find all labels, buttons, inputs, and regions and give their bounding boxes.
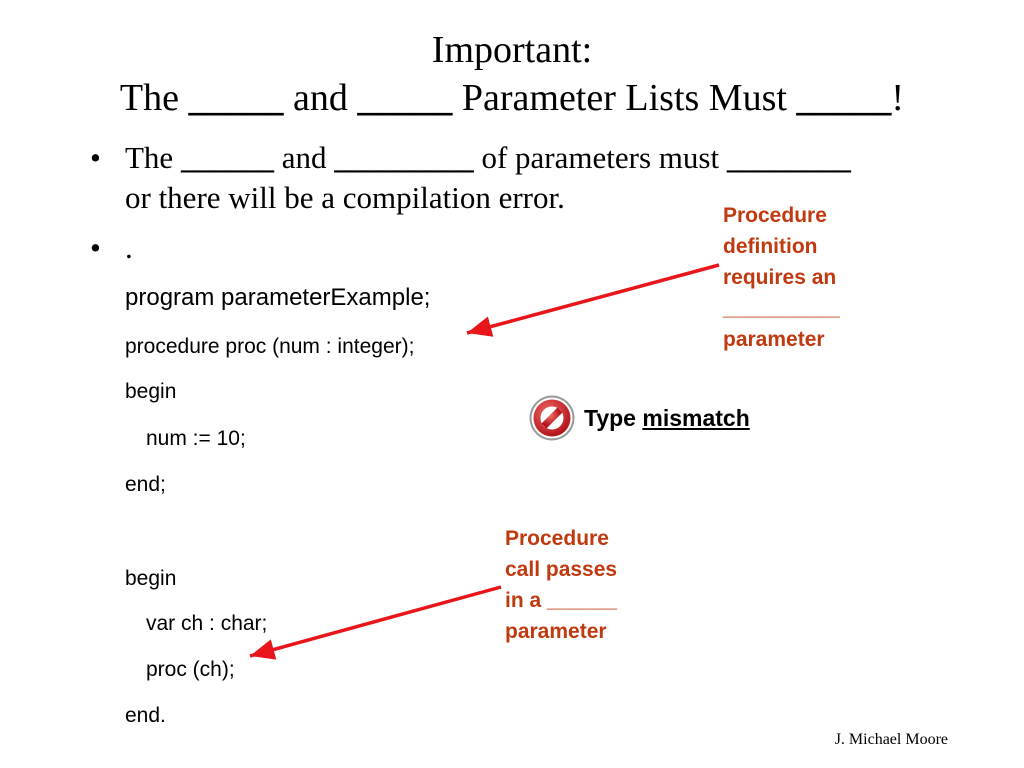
title-text-3: Parameter Lists Must xyxy=(452,77,797,119)
no-entry-icon xyxy=(529,395,575,441)
callout-call-line: Procedure xyxy=(505,527,609,550)
title-line-1: Important: xyxy=(431,29,593,71)
callout-definition-line: Procedure xyxy=(723,204,827,227)
title-blank-2: _____ xyxy=(357,77,453,119)
code-line-assign: num := 10; xyxy=(146,427,246,450)
bullet-text-2: . xyxy=(125,230,133,265)
bullet-item-1: • The ______ and _________ of parameters… xyxy=(90,138,970,228)
bullet-text-1: The ______ and _________ of parameters m… xyxy=(125,138,851,218)
title-blank-3: _____ xyxy=(796,77,892,119)
callout-definition-line: __________ xyxy=(723,297,840,320)
footer-author: J. Michael Moore xyxy=(834,731,948,748)
callout-definition-line: requires an xyxy=(723,266,837,289)
bullet1-blank-1: ______ xyxy=(180,140,274,175)
callout-call-line: in a ______ xyxy=(505,589,618,612)
bullet-item-2: • . xyxy=(90,228,190,268)
code-line-procedure: procedure proc (num : integer); xyxy=(125,335,415,358)
title-text-1: The xyxy=(119,77,189,119)
arrow-to-proc-call xyxy=(249,585,502,660)
code-line-begin-2: begin xyxy=(125,567,177,590)
title-text-2: and xyxy=(283,77,358,119)
bullet1-blank-2: _________ xyxy=(334,140,474,175)
title-blank-1: _____ xyxy=(188,77,284,119)
code-line-end-2: end. xyxy=(125,704,166,727)
callout-definition-line: parameter xyxy=(723,328,825,351)
slide-title: Important: The _____ and _____ Parameter… xyxy=(0,26,1024,122)
bullet1-text-c: of parameters must xyxy=(473,140,727,175)
type-mismatch-note: Type mismatch xyxy=(528,394,750,442)
code-line-proc-call: proc (ch); xyxy=(146,658,235,681)
callout-call-line: parameter xyxy=(505,620,607,643)
code-line-end-1: end; xyxy=(125,473,166,496)
bullet1-text-a: The xyxy=(125,140,181,175)
code-line-begin-1: begin xyxy=(125,380,177,403)
bullet1-line-2: or there will be a compilation error. xyxy=(125,180,565,215)
code-line-program: program parameterExample; xyxy=(125,284,431,311)
mismatch-prefix: Type xyxy=(584,404,636,431)
title-text-4: ! xyxy=(891,77,905,119)
callout-definition: Procedure definition requires an _______… xyxy=(723,200,840,355)
arrow-to-procedure xyxy=(466,263,720,337)
callout-call: Procedure call passes in a ______ parame… xyxy=(505,523,617,647)
code-line-var: var ch : char; xyxy=(146,612,268,635)
bullet-marker: • xyxy=(90,140,101,175)
bullet1-blank-3: ________ xyxy=(726,140,851,175)
mismatch-word: mismatch xyxy=(642,404,750,431)
callout-call-line: call passes xyxy=(505,558,618,581)
bullet-marker: • xyxy=(90,230,101,265)
callout-definition-line: definition xyxy=(723,235,818,258)
title-line-2: The _____ and _____ Parameter Lists Must… xyxy=(0,74,1024,122)
bullet1-text-b: and xyxy=(273,140,335,175)
